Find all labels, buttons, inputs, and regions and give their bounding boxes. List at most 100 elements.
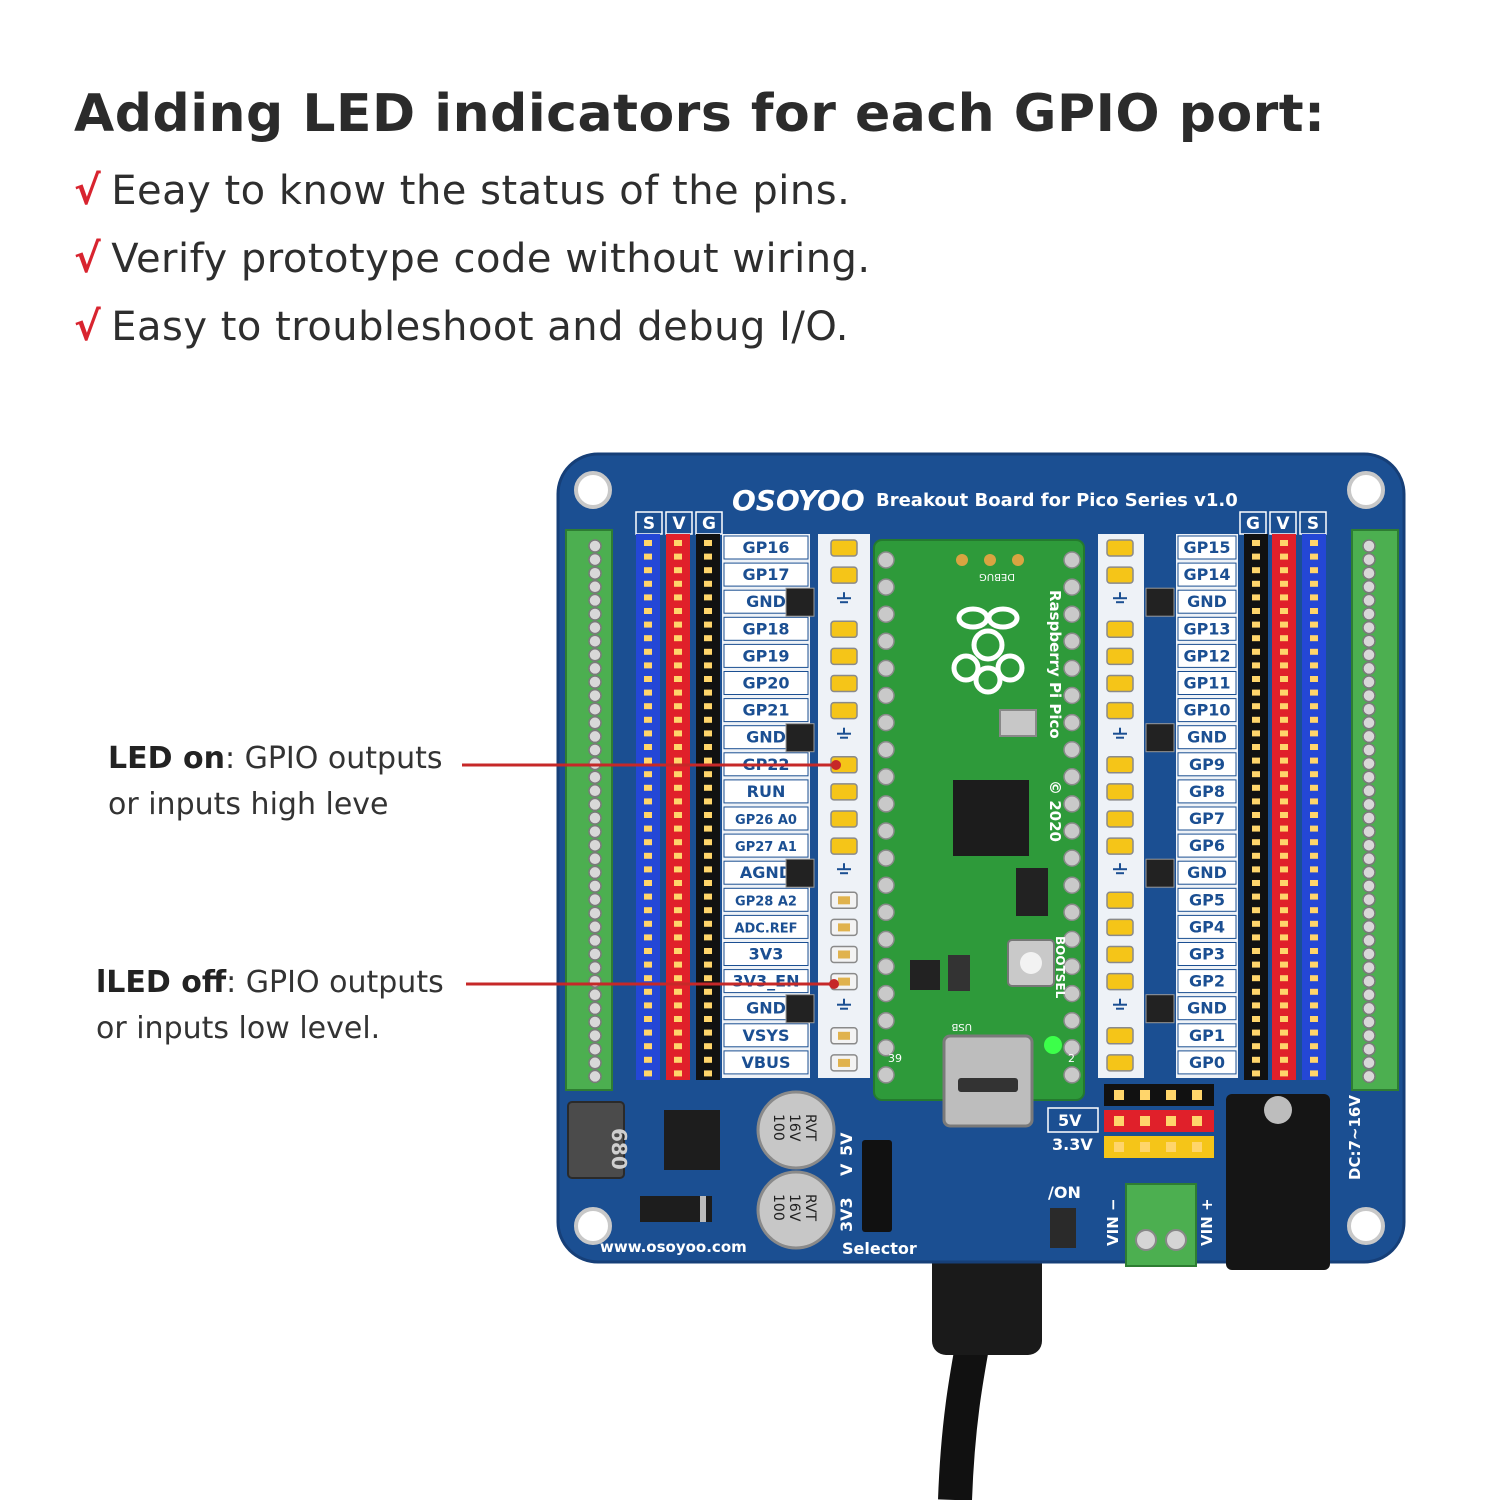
- header-pin: [674, 866, 682, 873]
- pin-label: GP19: [742, 646, 789, 665]
- header-pin: [1310, 635, 1318, 642]
- pico-pad: [1063, 1066, 1081, 1084]
- pico-pad: [877, 849, 895, 867]
- flash-chip: [1016, 868, 1048, 916]
- pico-pad: [1063, 1039, 1081, 1057]
- header-pin: [644, 676, 652, 682]
- header-pin: [1252, 635, 1260, 642]
- terminal-screw: [588, 634, 602, 648]
- header-pin: [1280, 567, 1288, 574]
- header-pin: [1310, 676, 1318, 682]
- header-pin: [1310, 757, 1318, 764]
- header-pin: [644, 608, 652, 614]
- header-pin: [674, 798, 682, 805]
- left-pin-labels: GP16GP17GNDGP18GP19GP20GP21GNDGP22RUNGP2…: [723, 535, 809, 1075]
- pico-pad: [1063, 713, 1081, 732]
- header-pin: [674, 920, 682, 927]
- header-pin: [1252, 662, 1260, 669]
- pin-label-box: [723, 914, 809, 939]
- led-on: [1106, 620, 1134, 639]
- header-label: V: [1276, 514, 1290, 534]
- header-pin: [704, 676, 712, 682]
- terminal-screw: [588, 1001, 602, 1016]
- led-on: [1106, 783, 1134, 801]
- header-pin: [674, 648, 682, 655]
- header-pin: [704, 907, 712, 914]
- terminal-screw: [1362, 838, 1376, 852]
- header-pin: [1310, 621, 1318, 628]
- svg-text:RVT: RVT: [802, 1194, 818, 1222]
- led-on: [1106, 972, 1134, 991]
- terminal-screw: [588, 688, 602, 703]
- header-pin: [674, 825, 682, 832]
- header-pin: [1252, 920, 1260, 927]
- benefit-item: √Verify prototype code without wiring.: [74, 236, 871, 282]
- terminal-screw: [588, 879, 602, 893]
- terminal-screw: [1362, 824, 1376, 839]
- header-pin: [1252, 553, 1260, 560]
- inductor-small: [948, 955, 970, 991]
- pin-label: GND: [746, 592, 786, 611]
- pin-label-box: [1177, 562, 1237, 587]
- header-pin: [1252, 934, 1260, 941]
- pin-label: GP10: [1183, 701, 1230, 720]
- led-on: [1106, 918, 1134, 937]
- header-pin: [704, 662, 712, 669]
- pin-label-box: [1177, 616, 1237, 641]
- header-pin: [1310, 716, 1318, 723]
- pico-pad: [1063, 551, 1081, 569]
- header-pin: [1310, 540, 1318, 546]
- header-pin: [674, 961, 682, 968]
- header-pin: [644, 1070, 652, 1077]
- terminal-screw: [1362, 620, 1376, 635]
- inductor-label: 680: [607, 1128, 631, 1170]
- pin-label: GP15: [1183, 538, 1230, 557]
- pico-pad: [877, 686, 895, 705]
- terminal-screw: [588, 539, 602, 553]
- pin-label-box: [1177, 969, 1237, 994]
- header-pin: [1252, 689, 1260, 696]
- terminal-screw: [588, 1069, 602, 1084]
- terminal-screw: [588, 580, 602, 594]
- terminal-screw: [1362, 852, 1376, 866]
- page-heading: Adding LED indicators for each GPIO port…: [74, 84, 1326, 144]
- terminal-screw: [1362, 675, 1376, 689]
- header-pin: [674, 580, 682, 587]
- callout-term: lLED off: [96, 965, 227, 1000]
- header-pin: [704, 825, 712, 832]
- header-pin: [674, 988, 682, 995]
- level-shifter-ic: [785, 858, 815, 888]
- right-led-column: [1098, 534, 1144, 1078]
- header-pin: [1310, 771, 1318, 778]
- header-pin: [704, 608, 712, 614]
- header-pin: [704, 988, 712, 995]
- header-pin: [1140, 1090, 1150, 1100]
- led-on: [830, 539, 858, 557]
- pin-label-box: [1177, 914, 1237, 939]
- pico-pad: [877, 632, 895, 651]
- benefit-text: Verify prototype code without wiring.: [111, 236, 871, 282]
- power-led: [1044, 1036, 1062, 1054]
- dc-barrel-jack: [1226, 1094, 1330, 1270]
- header-pin: [674, 839, 682, 846]
- header-pin: [1280, 540, 1288, 546]
- terminal-screw: [588, 784, 602, 798]
- screw-terminals: [565, 529, 1399, 1091]
- pin-label: GP7: [1189, 809, 1225, 828]
- vin-terminal: [1125, 1183, 1197, 1267]
- header-pin: [1252, 716, 1260, 723]
- terminal-screw: [1362, 797, 1376, 812]
- header-pin: [1280, 553, 1288, 560]
- header-pin: [1252, 744, 1260, 750]
- led-on: [830, 566, 858, 584]
- pico-pad: [877, 713, 895, 732]
- svg-text:16V: 16V: [786, 1194, 802, 1222]
- capacitor-top: RVT 16V 100: [756, 1090, 836, 1170]
- pin-label: GP6: [1189, 836, 1225, 855]
- header-pin: [1310, 948, 1318, 954]
- header-pin: [674, 1056, 682, 1063]
- terminal-screw: [588, 920, 602, 934]
- header-pin: [644, 948, 652, 954]
- header-pin: [704, 1016, 712, 1022]
- terminal-screw: [588, 729, 602, 744]
